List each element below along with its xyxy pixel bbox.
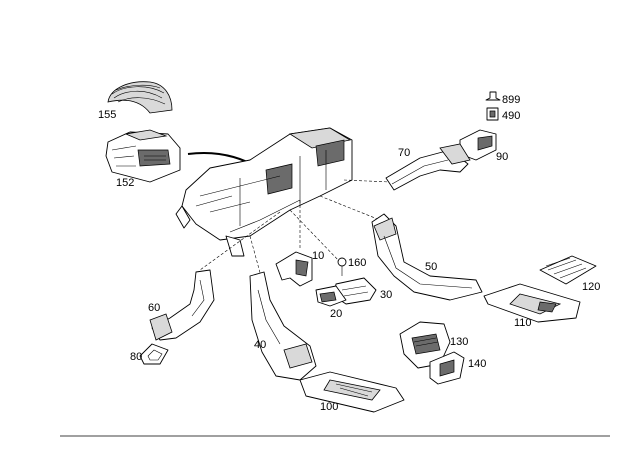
part-100-rear-vent[interactable] xyxy=(299,371,405,413)
label-40: 40 xyxy=(254,339,266,351)
part-140-switch[interactable] xyxy=(429,351,465,385)
hvac-housing[interactable] xyxy=(175,127,353,257)
part-80-grommet[interactable] xyxy=(139,343,169,365)
label-100: 100 xyxy=(320,401,338,413)
label-160: 160 xyxy=(348,257,366,269)
part-899-clip[interactable] xyxy=(485,91,501,101)
label-110: 110 xyxy=(514,317,532,329)
part-152-vent-module[interactable] xyxy=(105,129,181,183)
label-155: 155 xyxy=(98,109,116,121)
leader-lines xyxy=(199,179,391,281)
part-70-upper-duct[interactable] xyxy=(385,143,471,191)
label-130: 130 xyxy=(450,336,468,348)
label-50: 50 xyxy=(425,261,437,273)
label-490: 490 xyxy=(502,110,520,122)
part-130-vent-housing[interactable] xyxy=(399,321,451,369)
label-20: 20 xyxy=(330,308,342,320)
label-899: 899 xyxy=(502,94,520,106)
label-30: 30 xyxy=(380,289,392,301)
label-60: 60 xyxy=(148,302,160,314)
part-10-connector[interactable] xyxy=(275,251,313,287)
part-490-bracket[interactable] xyxy=(486,107,499,121)
part-120-grille[interactable] xyxy=(539,255,597,285)
part-155-grille-cover[interactable] xyxy=(107,81,173,114)
part-160-screw[interactable] xyxy=(337,257,347,276)
label-80: 80 xyxy=(130,351,142,363)
label-152: 152 xyxy=(116,177,134,189)
part-60-left-duct[interactable] xyxy=(149,269,215,341)
part-50-floor-duct[interactable] xyxy=(371,213,483,301)
label-120: 120 xyxy=(582,281,600,293)
label-140: 140 xyxy=(468,358,486,370)
label-10: 10 xyxy=(312,250,324,262)
part-110-vent-frame[interactable] xyxy=(483,283,581,323)
label-70: 70 xyxy=(398,147,410,159)
part-20-duct-piece[interactable] xyxy=(315,285,347,307)
label-90: 90 xyxy=(496,151,508,163)
part-40-long-duct[interactable] xyxy=(249,271,317,381)
